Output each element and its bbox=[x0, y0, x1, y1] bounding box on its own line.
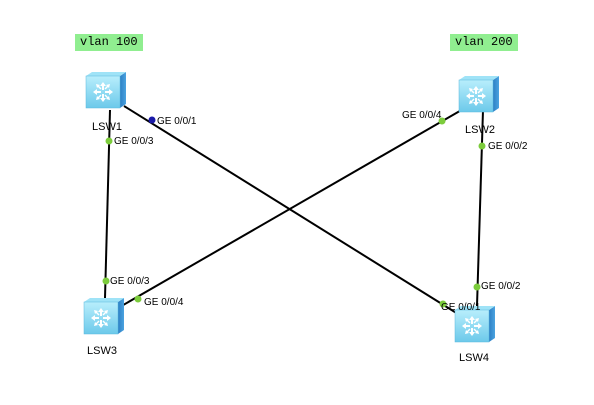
port-label-lsw2-ge002: GE 0/0/2 bbox=[488, 141, 528, 152]
port-dot-lsw1-ge003[interactable] bbox=[105, 137, 113, 145]
device-label-lsw4: LSW4 bbox=[459, 352, 489, 364]
port-dot-lsw4-ge002[interactable] bbox=[473, 283, 481, 291]
device-label-lsw1: LSW1 bbox=[92, 121, 122, 133]
vlan-label-200: vlan 200 bbox=[450, 34, 518, 51]
port-label-lsw1-ge003: GE 0/0/3 bbox=[114, 136, 154, 147]
port-dot-lsw2-ge004[interactable] bbox=[438, 117, 446, 125]
port-label-lsw1-ge001: GE 0/0/1 bbox=[157, 116, 197, 127]
port-dot-lsw3-ge004[interactable] bbox=[134, 295, 142, 303]
port-dot-lsw1-ge001[interactable] bbox=[148, 116, 156, 124]
l3-switch-icon[interactable] bbox=[83, 297, 125, 335]
port-label-lsw2-ge004: GE 0/0/4 bbox=[402, 110, 442, 121]
port-label-lsw3-ge003: GE 0/0/3 bbox=[110, 276, 150, 287]
vlan-label-100: vlan 100 bbox=[75, 34, 143, 51]
link-lsw2-lsw4[interactable] bbox=[476, 109, 484, 307]
port-label-lsw3-ge004: GE 0/0/4 bbox=[144, 297, 184, 308]
device-label-lsw3: LSW3 bbox=[87, 345, 117, 357]
port-dot-lsw2-ge002[interactable] bbox=[478, 142, 486, 150]
port-label-lsw4-ge001: GE 0/0/1 bbox=[441, 302, 481, 313]
l3-switch-icon[interactable] bbox=[85, 71, 127, 109]
link-lsw1-lsw4[interactable] bbox=[123, 105, 459, 315]
port-label-lsw4-ge002: GE 0/0/2 bbox=[481, 281, 521, 292]
l3-switch-icon[interactable] bbox=[458, 75, 500, 113]
port-dot-lsw3-ge003[interactable] bbox=[102, 277, 110, 285]
device-label-lsw2: LSW2 bbox=[465, 124, 495, 136]
port-dot-lsw4-ge001[interactable] bbox=[439, 300, 447, 308]
link-lsw2-lsw3[interactable] bbox=[117, 107, 466, 309]
